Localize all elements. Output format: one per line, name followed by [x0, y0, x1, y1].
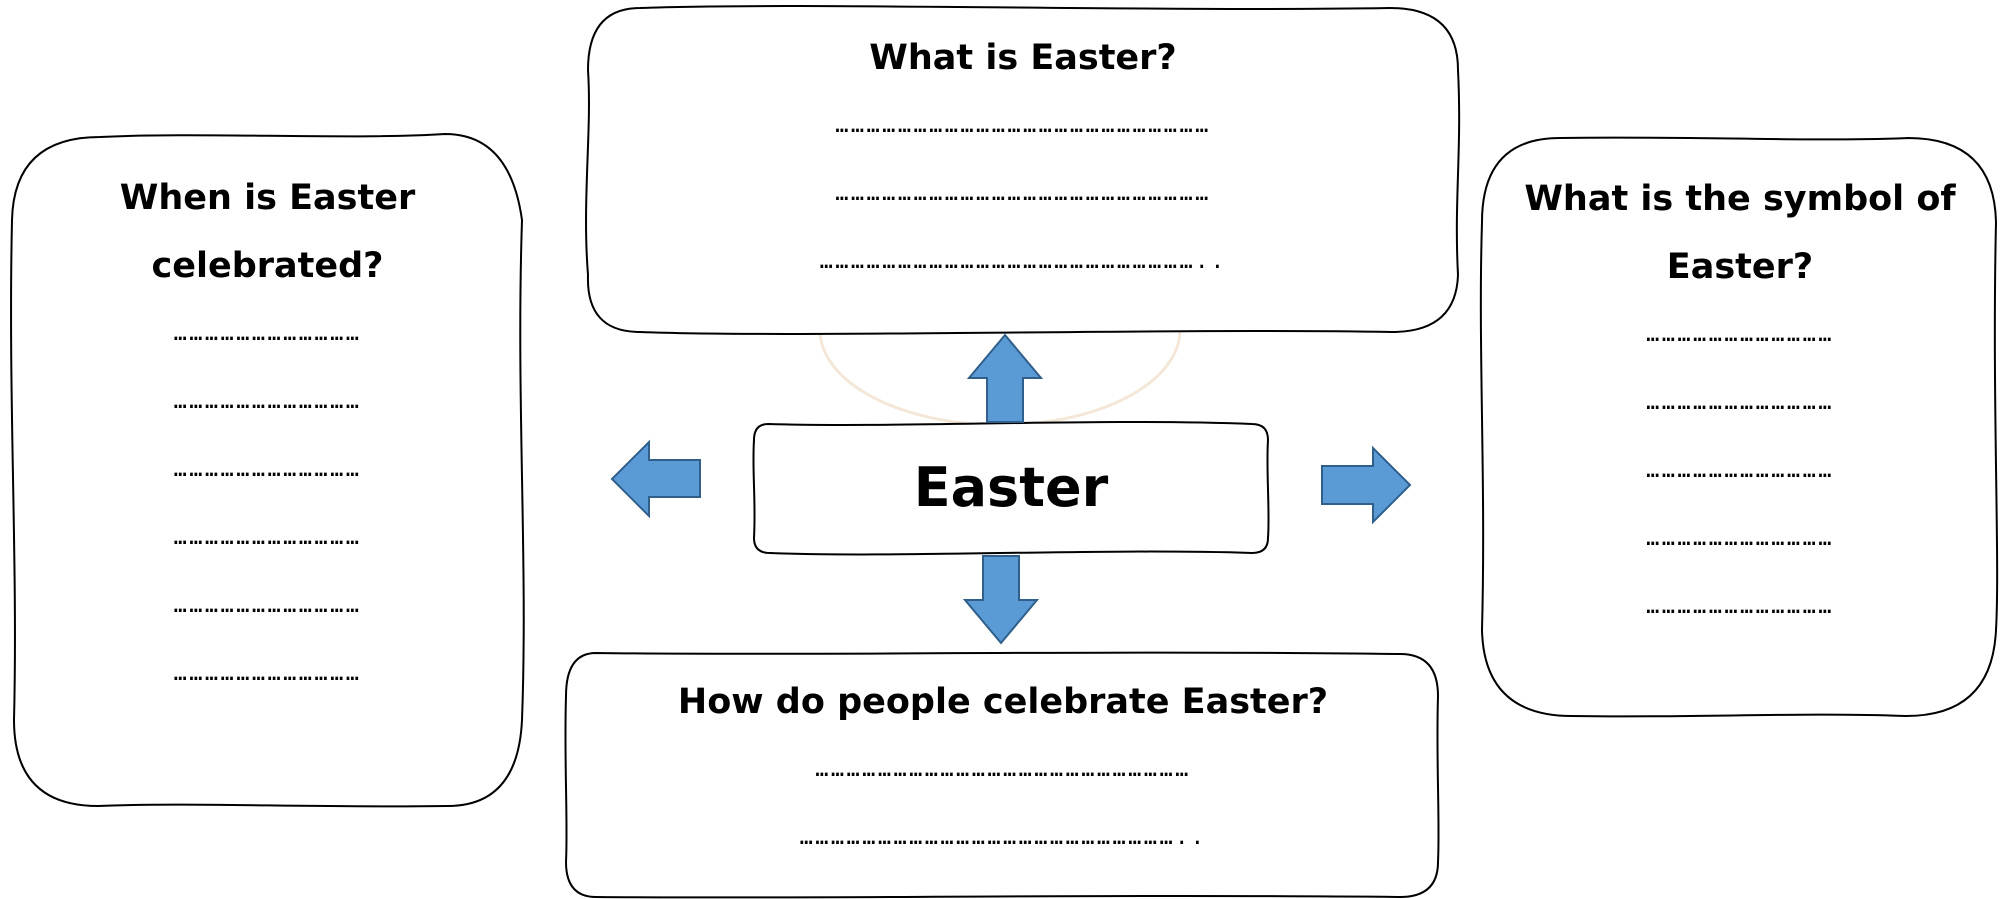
answer-line[interactable]: ……………………………………………………………… [835, 113, 1211, 138]
answer-line[interactable]: ……………………………………………………………….. [799, 825, 1207, 850]
arrow-right-icon [1321, 445, 1412, 525]
top-box: What is Easter? ………………………………………………………………… [600, 24, 1446, 296]
right-box-outline [1479, 136, 1999, 718]
arrow-up-icon [966, 333, 1044, 423]
answer-line[interactable]: ……………………………………………………………… [835, 181, 1211, 206]
arrow-down-icon [962, 555, 1040, 645]
bottom-box: How do people celebrate Easter? ……………………… [580, 668, 1426, 872]
answer-line[interactable]: ……………………………… [173, 525, 362, 550]
answer-line[interactable]: ……………………………… [1646, 390, 1834, 415]
top-box-question: What is Easter? [869, 38, 1177, 78]
left-box-question-line1: When is Easter [119, 178, 416, 218]
arrow-left-icon [610, 439, 701, 519]
left-box-question-line2: celebrated? [151, 246, 384, 286]
bottom-box-question: How do people celebrate Easter? [677, 682, 1329, 722]
answer-line[interactable]: ……………………………… [1646, 594, 1834, 619]
answer-line[interactable]: ……………………………… [1646, 458, 1834, 483]
answer-line[interactable]: ……………………………………………………………… [815, 757, 1191, 782]
right-box: What is the symbol of Easter? …………………………… [1510, 165, 1970, 641]
left-box-outline [10, 132, 525, 808]
answer-line[interactable]: ……………………………… [173, 389, 362, 414]
right-box-question-line2: Easter? [1666, 247, 1814, 287]
answer-line[interactable]: ……………………………… [173, 661, 362, 686]
center-title: Easter [913, 456, 1109, 519]
top-box-outline [585, 5, 1461, 335]
left-box: When is Easter celebrated? ……………………………… … [40, 164, 495, 708]
answer-line[interactable]: ……………………………………………………………….. [819, 249, 1227, 274]
answer-line[interactable]: ……………………………… [173, 321, 362, 346]
right-box-question-line1: What is the symbol of [1524, 179, 1956, 219]
center-box-outline [752, 421, 1270, 556]
answer-line[interactable]: ……………………………… [173, 593, 362, 618]
answer-line[interactable]: ……………………………… [173, 457, 362, 482]
bottom-box-outline [564, 651, 1440, 899]
answer-line[interactable]: ……………………………… [1646, 526, 1834, 551]
answer-line[interactable]: ……………………………… [1646, 322, 1834, 347]
